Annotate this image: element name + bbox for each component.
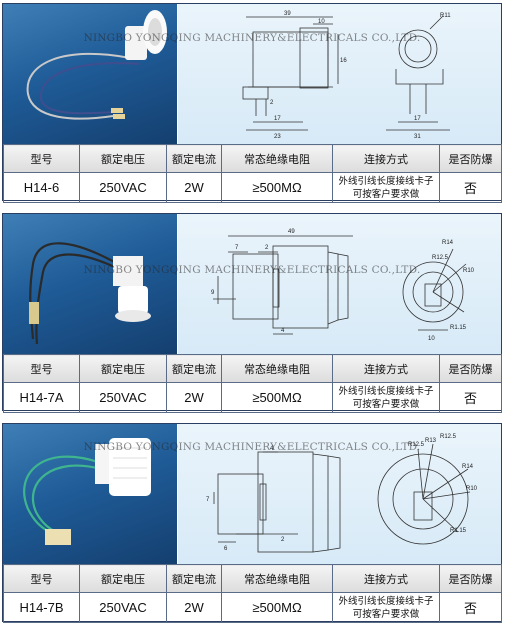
header-model: 型号 xyxy=(3,564,80,593)
model-cell: H14-7B xyxy=(3,592,80,623)
product-block-h14-6: 39 10 16 17 23 17 31 R11 2 NINGBO YONGQI… xyxy=(2,3,502,203)
dim-label: 10 xyxy=(428,336,435,342)
dim-label: 49 xyxy=(288,229,295,235)
dim-label: 7 xyxy=(235,245,239,251)
table-row: H14-7A 250VAC 2W ≥500MΩ 外线引线长度接线卡子可按客户要求… xyxy=(3,382,502,413)
product-photo xyxy=(3,214,177,354)
technical-drawing: 49 7 2 9 4 R14 R12.5 R10 R1.15 10 xyxy=(178,214,501,354)
connection-line-1: 外线引线长度接线卡子 xyxy=(338,595,434,607)
table-row: H14-7B 250VAC 2W ≥500MΩ 外线引线长度接线卡子可按客户要求… xyxy=(3,592,502,623)
table-header-row: 型号 额定电压 额定电流 常态绝缘电阻 连接方式 是否防爆 xyxy=(3,564,502,593)
product-block-h14-7a: 49 7 2 9 4 R14 R12.5 R10 R1.15 10 NINGBO… xyxy=(2,213,502,413)
explosion-proof-cell: 否 xyxy=(439,592,502,623)
dim-label: 17 xyxy=(414,116,421,122)
dimension-drawing: 4 7 6 2 R14 R10 R1.15 R12.5 R13 R12.5 xyxy=(206,434,478,553)
header-current: 额定电流 xyxy=(166,144,222,173)
spec-table: 型号 额定电压 额定电流 常态绝缘电阻 连接方式 是否防爆 H14-7B 250… xyxy=(3,564,502,623)
table-header-row: 型号 额定电压 额定电流 常态绝缘电阻 连接方式 是否防爆 xyxy=(3,144,502,173)
dim-label: R12.5 xyxy=(432,255,449,261)
dim-label: 39 xyxy=(284,11,291,17)
explosion-proof-cell: 否 xyxy=(439,382,502,413)
dimension-drawing: 49 7 2 9 4 R14 R12.5 R10 R1.15 10 xyxy=(211,229,475,342)
header-connection: 连接方式 xyxy=(332,354,440,383)
technical-drawing: 39 10 16 17 23 17 31 R11 2 xyxy=(178,4,501,144)
header-resistance: 常态绝缘电阻 xyxy=(221,144,333,173)
dim-label: 6 xyxy=(224,546,228,552)
connection-cell: 外线引线长度接线卡子可按客户要求做 xyxy=(332,172,440,203)
model-cell: H14-6 xyxy=(3,172,80,203)
connection-cell: 外线引线长度接线卡子可按客户要求做 xyxy=(332,592,440,623)
header-connection: 连接方式 xyxy=(332,564,440,593)
header-resistance: 常态绝缘电阻 xyxy=(221,564,333,593)
dim-label: R13 xyxy=(425,438,437,444)
header-current: 额定电流 xyxy=(166,354,222,383)
resistance-cell: ≥500MΩ xyxy=(221,172,333,203)
header-voltage: 额定电压 xyxy=(79,144,167,173)
header-explosion-proof: 是否防爆 xyxy=(439,354,502,383)
resistance-cell: ≥500MΩ xyxy=(221,592,333,623)
dim-label: 10 xyxy=(318,19,325,25)
dim-label: 31 xyxy=(414,134,421,140)
header-model: 型号 xyxy=(3,144,80,173)
lamp-holder-photo-image xyxy=(26,10,167,120)
technical-drawing: 4 7 6 2 R14 R10 R1.15 R12.5 R13 R12.5 xyxy=(178,424,501,564)
dim-label: R11 xyxy=(440,13,451,19)
dim-label: R12.5 xyxy=(440,434,457,440)
voltage-cell: 250VAC xyxy=(79,172,167,203)
connection-line-1: 外线引线长度接线卡子 xyxy=(338,385,434,397)
current-cell: 2W xyxy=(166,172,222,203)
header-voltage: 额定电压 xyxy=(79,564,167,593)
dim-label: 2 xyxy=(265,245,269,251)
spec-table: 型号 额定电压 额定电流 常态绝缘电阻 连接方式 是否防爆 H14-7A 250… xyxy=(3,354,502,413)
dimension-drawing: 39 10 16 17 23 17 31 R11 2 xyxy=(242,11,451,140)
connection-line-2: 可按客户要求做 xyxy=(352,608,420,620)
voltage-cell: 250VAC xyxy=(79,382,167,413)
table-header-row: 型号 额定电压 额定电流 常态绝缘电阻 连接方式 是否防爆 xyxy=(3,354,502,383)
explosion-proof-cell: 否 xyxy=(439,172,502,203)
dim-label: 9 xyxy=(211,290,215,296)
connection-line-1: 外线引线长度接线卡子 xyxy=(338,175,434,187)
dim-label: R1.15 xyxy=(450,528,467,534)
model-cell: H14-7A xyxy=(3,382,80,413)
dim-label: R10 xyxy=(466,486,478,492)
dim-label: R10 xyxy=(463,268,475,274)
dim-label: 4 xyxy=(270,446,274,452)
header-explosion-proof: 是否防爆 xyxy=(439,564,502,593)
table-row: H14-6 250VAC 2W ≥500MΩ 外线引线长度接线卡子可按客户要求做… xyxy=(3,172,502,203)
header-voltage: 额定电压 xyxy=(79,354,167,383)
dim-label: 7 xyxy=(206,497,210,503)
dim-label: 23 xyxy=(274,134,281,140)
spec-table: 型号 额定电压 额定电流 常态绝缘电阻 连接方式 是否防爆 H14-6 250V… xyxy=(3,144,502,203)
dim-label: R12.5 xyxy=(408,442,425,448)
connection-line-2: 可按客户要求做 xyxy=(352,188,420,200)
product-photo xyxy=(3,424,177,564)
connection-cell: 外线引线长度接线卡子可按客户要求做 xyxy=(332,382,440,413)
header-model: 型号 xyxy=(3,354,80,383)
dim-label: 2 xyxy=(270,100,274,106)
connection-line-2: 可按客户要求做 xyxy=(352,398,420,410)
current-cell: 2W xyxy=(166,592,222,623)
dim-label: 16 xyxy=(340,58,347,64)
product-block-h14-7b: 4 7 6 2 R14 R10 R1.15 R12.5 R13 R12.5 NI… xyxy=(2,423,502,623)
lamp-holder-photo-image xyxy=(29,242,151,345)
header-current: 额定电流 xyxy=(166,564,222,593)
resistance-cell: ≥500MΩ xyxy=(221,382,333,413)
dim-label: 2 xyxy=(281,537,285,543)
voltage-cell: 250VAC xyxy=(79,592,167,623)
header-connection: 连接方式 xyxy=(332,144,440,173)
header-resistance: 常态绝缘电阻 xyxy=(221,354,333,383)
lamp-holder-photo-image xyxy=(23,438,151,545)
dim-label: 17 xyxy=(274,116,281,122)
dim-label: R14 xyxy=(462,464,474,470)
product-photo xyxy=(3,4,177,144)
dim-label: R14 xyxy=(442,240,454,246)
current-cell: 2W xyxy=(166,382,222,413)
dim-label: R1.15 xyxy=(450,325,467,331)
header-explosion-proof: 是否防爆 xyxy=(439,144,502,173)
dim-label: 4 xyxy=(281,328,285,334)
